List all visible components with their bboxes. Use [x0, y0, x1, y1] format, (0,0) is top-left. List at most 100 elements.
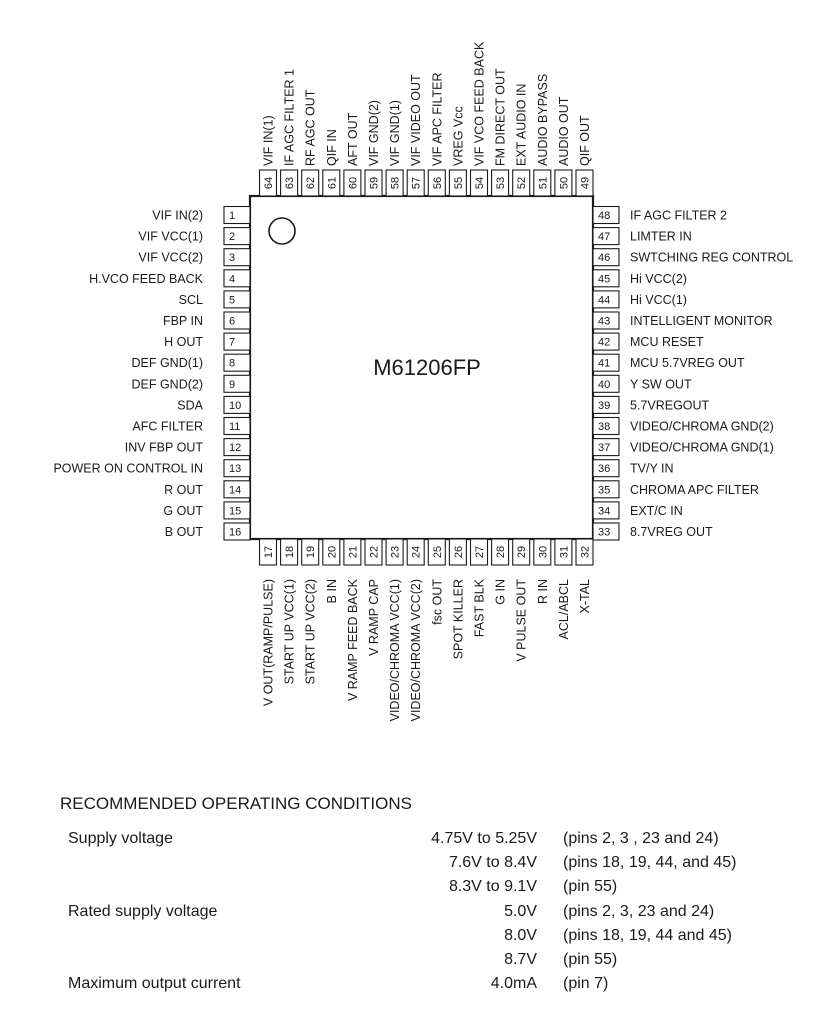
pin-box — [406, 538, 425, 566]
pin-label: VIF VCO FEED BACK — [473, 41, 487, 166]
pin-number: 39 — [598, 400, 610, 412]
pin-number: 45 — [598, 273, 610, 285]
pin-label: INTELLIGENT MONITOR — [630, 314, 773, 328]
pin-label: ACL/ABCL — [557, 579, 571, 639]
pin-label: V RAMP FEED BACK — [346, 578, 360, 701]
condition-value: 8.0V — [504, 926, 537, 944]
pin-label: AUDIO BYPASS — [536, 74, 550, 166]
pin-box — [592, 290, 620, 309]
pin-number: 2 — [229, 231, 235, 243]
condition-value: 8.3V to 9.1V — [448, 878, 537, 896]
pin-number: 23 — [390, 546, 402, 558]
pin-number: 47 — [598, 231, 610, 243]
condition-parameter: Supply voltage — [68, 830, 173, 847]
pin-box — [223, 353, 251, 372]
pin-box — [592, 522, 620, 541]
pin-label: DEF GND(1) — [131, 356, 203, 370]
pin-number: 26 — [453, 546, 465, 558]
pin-number: 36 — [598, 463, 610, 475]
pin-box — [533, 169, 552, 197]
pin-number: 63 — [284, 177, 296, 189]
pin-box — [385, 169, 404, 197]
pin-box — [364, 169, 383, 197]
pin-number: 42 — [598, 337, 610, 349]
pin-number: 3 — [229, 252, 235, 264]
pin-number: 9 — [229, 379, 235, 391]
pin-label: QIF OUT — [578, 115, 592, 166]
pin-label: VIDEO/CHROMA GND(2) — [630, 420, 774, 434]
pin-7: 7H OUT — [164, 332, 251, 351]
pin-number: 6 — [229, 316, 235, 328]
pin-box — [223, 438, 251, 457]
pin-box — [406, 169, 425, 197]
pin-label: FAST BLK — [473, 578, 487, 637]
pin-label: DEF GND(2) — [131, 377, 203, 391]
pin-number: 41 — [598, 358, 610, 370]
condition-value: 4.75V to 5.25V — [431, 830, 537, 847]
pin-box — [223, 311, 251, 330]
pin-label: Hi VCC(1) — [630, 293, 687, 307]
pin-number: 51 — [537, 177, 549, 189]
pin-number: 31 — [558, 546, 570, 558]
pin-box — [592, 205, 620, 225]
pin-box — [385, 538, 404, 566]
pin-number: 53 — [495, 177, 507, 189]
pin-label: MCU RESET — [630, 335, 704, 349]
pin-number: 48 — [598, 210, 610, 222]
condition-note: (pin 55) — [563, 878, 618, 896]
conditions-title: RECOMMENDED OPERATING CONDITIONS — [60, 794, 412, 813]
pin-number: 29 — [516, 546, 528, 558]
pin-number: 35 — [598, 484, 610, 496]
pin-box — [512, 169, 531, 197]
pin-label: VIF GND(2) — [367, 100, 381, 166]
pin-number: 33 — [598, 527, 610, 539]
pin-label: Y SW OUT — [630, 377, 692, 391]
pin-label: SWTCHING REG CONTROL — [630, 251, 793, 265]
pin-number: 56 — [432, 177, 444, 189]
pin-box — [223, 374, 251, 393]
pin-label: TV/Y IN — [630, 462, 674, 476]
pin-29: 29V PULSE OUT — [512, 538, 531, 662]
pin-label: R OUT — [164, 483, 203, 497]
condition-note: (pins 2, 3 , 23 and 24) — [563, 830, 719, 847]
pin-label: VIDEO/CHROMA VCC(1) — [388, 579, 402, 721]
pin-53: 53 FM DIRECT OUT — [491, 68, 510, 197]
pin-box — [512, 538, 531, 566]
pin-number: 40 — [598, 379, 610, 391]
pin-42: 42 MCU RESET — [592, 332, 704, 351]
pin-label: VIDEO/CHROMA GND(1) — [630, 441, 774, 455]
pin-box — [592, 374, 620, 393]
pin-box — [592, 311, 620, 330]
pin-number: 12 — [229, 442, 241, 454]
condition-value: 4.0mA — [490, 975, 537, 993]
pin-label: VREG Vcc — [451, 106, 465, 166]
pin-label: VIF IN(1) — [262, 115, 276, 166]
pin-number: 18 — [284, 546, 296, 558]
pin-number: 61 — [326, 177, 338, 189]
pin-17: 17V OUT(RAMP/PULSE) — [258, 538, 278, 706]
condition-parameter: Maximum output current — [68, 975, 241, 993]
condition-value: 5.0V — [504, 902, 537, 920]
pin-label: AUDIO OUT — [557, 96, 571, 166]
pin-label: FM DIRECT OUT — [494, 68, 508, 166]
pin-label: EXT AUDIO IN — [515, 84, 529, 166]
pin-number: 1 — [229, 210, 235, 222]
pin-label: fsc OUT — [430, 579, 444, 625]
pin-box — [533, 538, 552, 566]
pin-label: B IN — [325, 579, 339, 603]
